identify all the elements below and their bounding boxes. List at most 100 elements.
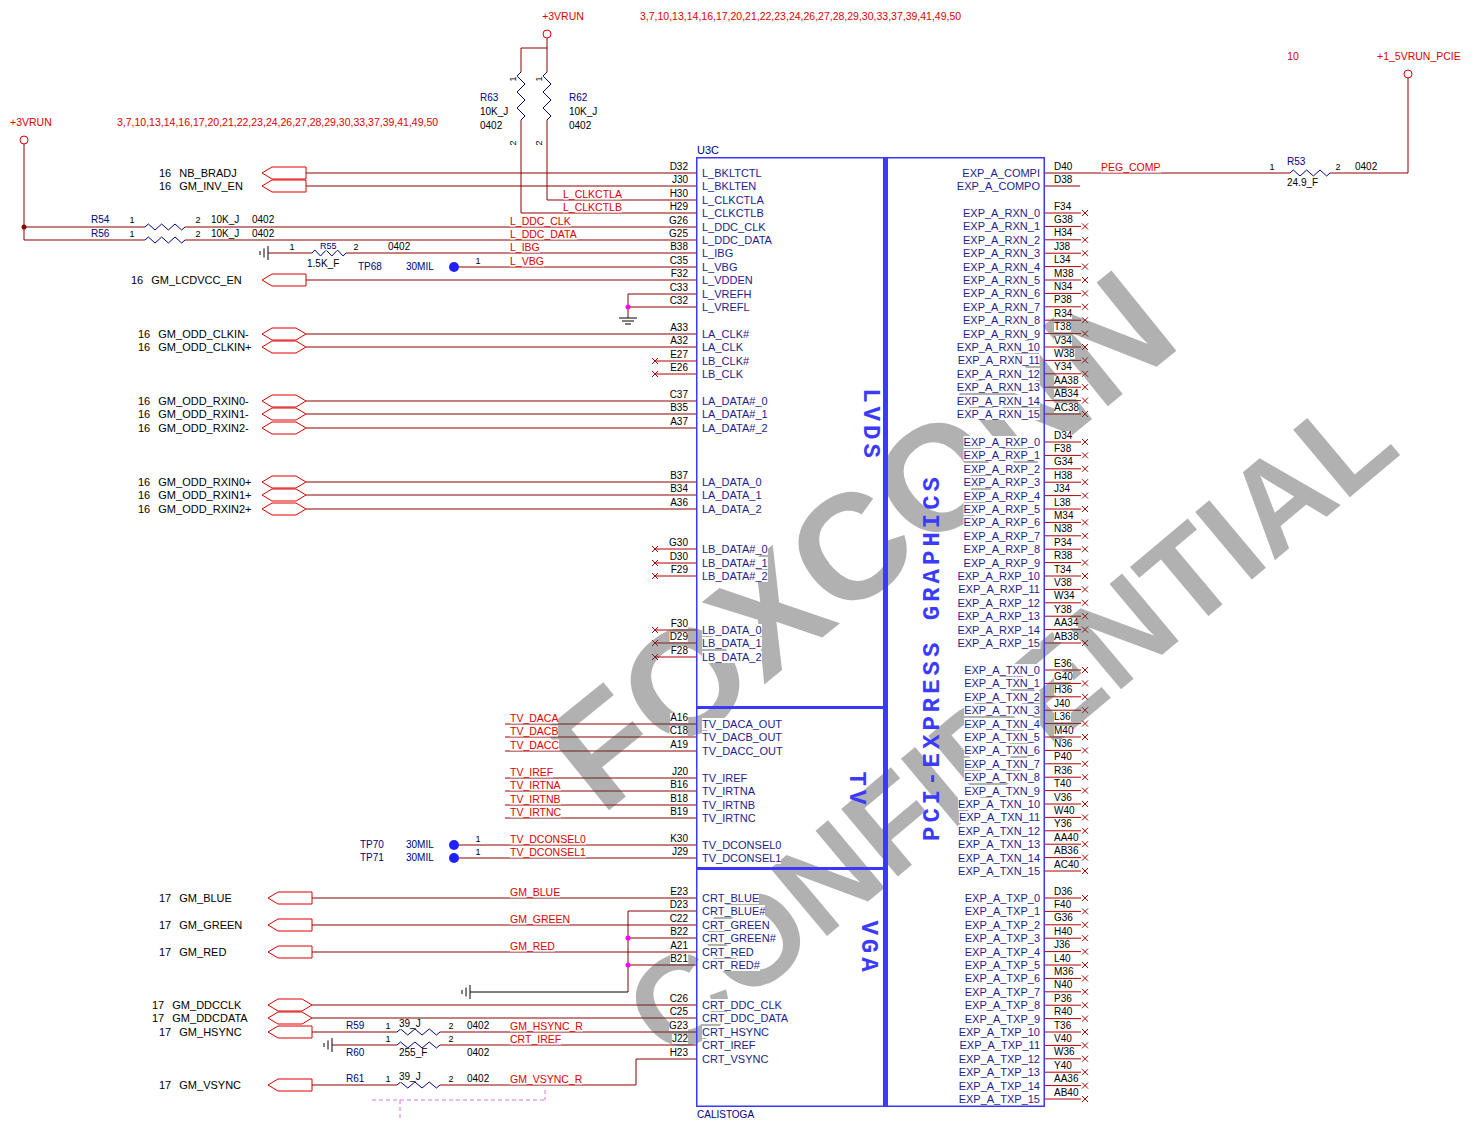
offpage-connector [268,1026,312,1038]
ball-number: H29 [670,202,688,212]
ball-number-holder: J34 [1054,484,1070,494]
wire [622,321,634,322]
signal-port-label: 16 GM_ODD_RXIN1+ [138,489,252,501]
ball-number-holder: AA40 [1054,833,1078,843]
wire [268,253,312,254]
pin-name-holder: EXP_A_TXP_4 [965,946,1040,958]
pin-number-holder: 2 [448,1021,453,1030]
ball-number-holder: E36 [1054,659,1072,669]
power-rail-label: +3VRUN [542,11,584,22]
junction-dot [626,305,631,310]
ball-number-holder: E27 [670,350,688,360]
pin-name: EXP_A_RXN_5 [963,274,1040,286]
pin-name: EXP_A_RXN_12 [957,368,1040,380]
wire [328,1041,329,1050]
pin-name: L_BKLTEN [702,180,756,192]
ball-number: AB40 [1054,1088,1078,1098]
ball-number-holder: A16 [670,713,688,723]
ball-number: AC38 [1054,403,1079,413]
part-name: U3C [697,144,719,156]
ball-number-holder: Y36 [1054,819,1072,829]
wire [1082,210,1088,216]
pin-name-holder: EXP_A_RXN_4 [963,261,1040,273]
pin-name-holder: EXP_A_TXN_10 [958,798,1040,810]
ball-number: F38 [1054,444,1071,454]
ball-number: P36 [1054,994,1072,1004]
pin-number: 1 [129,229,134,238]
component-value-holder: 39_J [399,1019,421,1029]
ball-number-holder: R38 [1054,551,1072,561]
ball-number-holder: C33 [670,283,688,293]
wire [1045,817,1081,818]
pin-name: EXP_A_TXP_14 [959,1080,1040,1092]
ball-number: AA38 [1054,376,1078,386]
reference-designator-holder: 30MIL [406,853,434,863]
pin-name: EXP_A_RXP_12 [957,597,1040,609]
wire [1045,576,1081,577]
component-value-holder: 0402 [388,242,410,252]
wire [1045,535,1081,536]
ball-number-holder: D40 [1054,162,1072,172]
pin-name: CRT_GREEN [702,919,770,931]
wire [312,1032,397,1033]
pin-name-holder: EXP_A_TXN_12 [958,825,1040,837]
wire [440,1059,696,1085]
net-name: L_DDC_CLK [510,215,571,226]
pin-name: TV_DCONSEL0 [702,839,781,851]
pin-name-holder: CRT_GREEN# [702,932,776,944]
power-symbol [20,136,28,144]
reference-designator: R60 [346,1048,364,1058]
pin-name: LB_DATA#_2 [702,570,768,582]
ball-number-holder: C25 [670,1007,688,1017]
component-value-holder: 0402 [252,229,274,239]
offpage-connector [268,919,312,931]
ball-number: T36 [1054,1021,1071,1031]
ball-number-holder: Y38 [1054,605,1072,615]
signal-port-label-holder: 17 GM_BLUE [159,892,232,904]
ball-number: W38 [1054,349,1075,359]
signal-port-label-holder: 17 GM_VSYNC [159,1079,241,1091]
ball-number-holder: G30 [669,538,688,548]
ball-number: L40 [1054,954,1071,964]
wire [306,401,696,402]
ball-number-holder: E26 [670,363,688,373]
ball-number-holder: M38 [1054,269,1073,279]
junction-dot [449,840,459,850]
ball-number-holder: D34 [1054,431,1072,441]
pin-number: 1 [535,76,544,81]
pin-name-holder: LA_DATA#_0 [702,395,768,407]
ball-number-holder: Y34 [1054,362,1072,372]
ball-number: B35 [670,403,688,413]
pin-name-holder: EXP_A_RXN_10 [957,341,1040,353]
ball-number: AB38 [1054,632,1078,642]
pin-name-holder: L_VREFH [702,288,752,300]
pin-name: L_DDC_CLK [702,221,766,233]
wire [1082,788,1088,794]
pin-name: EXP_A_RXP_0 [964,436,1040,448]
wire [1082,868,1088,874]
ball-number-holder: C22 [670,914,688,924]
wire [547,38,548,48]
wire [652,358,658,364]
ball-number: M34 [1054,511,1073,521]
pin-number-holder: 2 [448,1034,453,1043]
pin-name: EXP_A_TXP_5 [965,959,1040,971]
ball-number-holder: H38 [1054,471,1072,481]
pin-name: LA_CLK# [702,328,749,340]
pin-name-holder: CRT_GREEN [702,919,770,931]
reference-designator-holder: TP71 [360,853,384,863]
wire [306,280,696,281]
wire [655,549,696,550]
ball-number: A36 [670,498,688,508]
ball-number-holder: H23 [670,1048,688,1058]
wire [1082,1002,1088,1008]
wire [400,1100,401,1121]
wire [1045,777,1081,778]
pin-name-holder: TV_DACA_OUT [702,718,782,730]
pin-name-holder: EXP_A_RXP_8 [964,543,1040,555]
ball-number-holder: B37 [670,471,688,481]
wire [346,253,696,254]
ball-number: H23 [670,1048,688,1058]
ball-number-holder: T34 [1054,565,1071,575]
ball-number: AB34 [1054,389,1078,399]
